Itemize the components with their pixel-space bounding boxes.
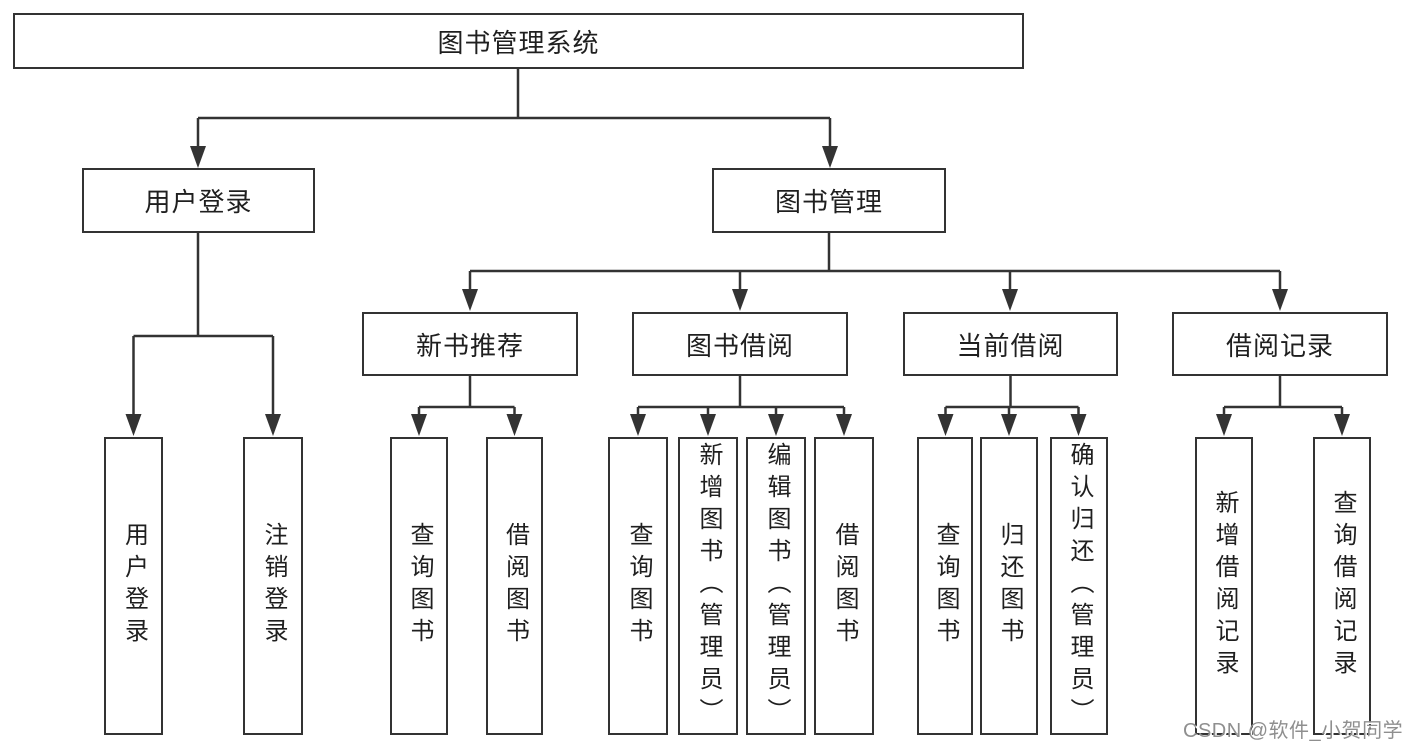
leaf-logout-label: 注销登录: [260, 522, 287, 650]
leaf-query-borrow-record-label: 查询借阅记录: [1329, 490, 1356, 682]
connector-records-to-leaves: [1216, 376, 1350, 436]
leaf-add-book-admin: 新增图书（管理员）: [678, 437, 738, 735]
leaf-borrow-book-label: 借阅图书: [831, 522, 858, 650]
connector-user-login-to-leaves: [125, 233, 281, 436]
leaf-query-books-current: 查询图书: [917, 437, 973, 735]
leaf-confirm-return-admin: 确认归还（管理员）: [1050, 437, 1108, 735]
leaf-return-book-label: 归还图书: [996, 522, 1023, 650]
leaf-return-book: 归还图书: [980, 437, 1038, 735]
leaf-borrow-book: 借阅图书: [814, 437, 874, 735]
connector-root-to-level2: [190, 69, 838, 168]
node-new-book-recommend: 新书推荐: [362, 312, 578, 376]
node-user-login: 用户登录: [82, 168, 315, 233]
connector-recommend-to-leaves: [411, 376, 523, 436]
leaf-query-books-recommend: 查询图书: [390, 437, 448, 735]
node-book-borrowing: 图书借阅: [632, 312, 848, 376]
leaf-confirm-return-admin-label: 确认归还（管理员）: [1066, 442, 1093, 730]
connector-book-mgmt-to-level3: [462, 233, 1288, 311]
leaf-user-login: 用户登录: [104, 437, 163, 735]
node-book-management: 图书管理: [712, 168, 946, 233]
leaf-borrow-book-recommend: 借阅图书: [486, 437, 543, 735]
node-library-management-system: 图书管理系统: [13, 13, 1024, 69]
leaf-query-books-recommend-label: 查询图书: [406, 522, 433, 650]
leaf-borrow-book-recommend-label: 借阅图书: [501, 522, 529, 650]
leaf-query-books-borrow-label: 查询图书: [625, 522, 652, 650]
leaf-query-borrow-record: 查询借阅记录: [1313, 437, 1371, 735]
node-borrowing-records: 借阅记录: [1172, 312, 1388, 376]
csdn-watermark: CSDN @软件_小贺同学: [1183, 720, 1404, 742]
connector-borrow-to-leaves: [630, 376, 852, 436]
leaf-query-books-borrow: 查询图书: [608, 437, 668, 735]
connector-current-to-leaves: [937, 376, 1087, 436]
leaf-add-book-admin-label: 新增图书（管理员）: [695, 442, 722, 730]
leaf-edit-book-admin-label: 编辑图书（管理员）: [763, 442, 790, 730]
leaf-logout: 注销登录: [243, 437, 303, 735]
leaf-query-books-current-label: 查询图书: [932, 522, 959, 650]
leaf-add-borrow-record-label: 新增借阅记录: [1211, 490, 1238, 682]
node-current-borrowing: 当前借阅: [903, 312, 1118, 376]
leaf-add-borrow-record: 新增借阅记录: [1195, 437, 1253, 735]
leaf-user-login-label: 用户登录: [120, 522, 148, 650]
leaf-edit-book-admin: 编辑图书（管理员）: [746, 437, 806, 735]
